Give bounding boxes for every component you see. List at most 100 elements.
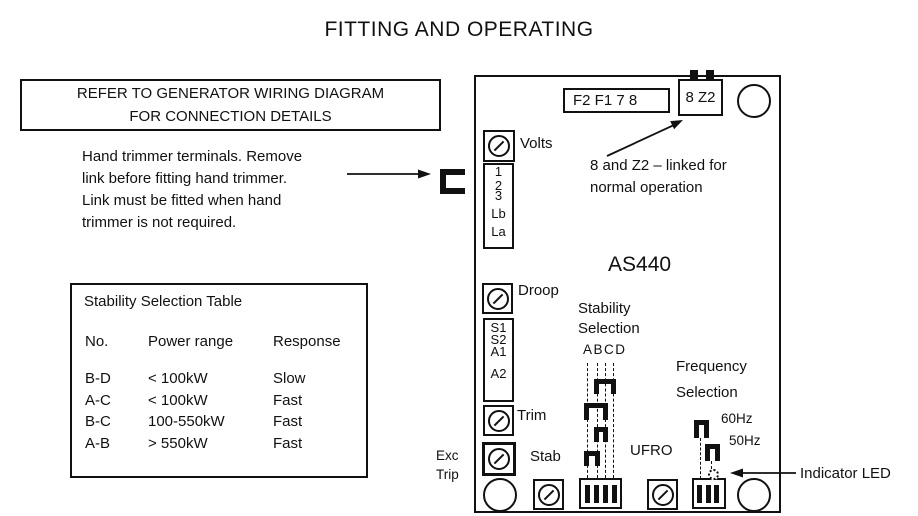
stability-table: Stability Selection Table No. Power rang… xyxy=(70,283,368,478)
jumper-wire xyxy=(700,438,701,479)
connector-pin-icon xyxy=(612,485,617,503)
volts-trimmer xyxy=(483,130,515,162)
terminal-2: 2 xyxy=(494,178,503,193)
trimmer-screw-icon xyxy=(488,135,510,157)
exc-trip-label-line2: Trip xyxy=(436,467,459,482)
hand-trimmer-note-line4: trimmer is not required. xyxy=(82,214,237,231)
frequency-selection-title-line1: Frequency xyxy=(676,358,747,375)
table-row: B-D < 100kW Slow xyxy=(72,370,366,388)
stability-table-header: No. Power range Response xyxy=(72,333,366,351)
trimmer-screw-icon xyxy=(488,448,510,470)
droop-trimmer xyxy=(482,283,513,314)
stab-label: Stab xyxy=(530,448,561,465)
frequency-selection-title-line2: Selection xyxy=(676,384,738,401)
row-power: < 100kW xyxy=(148,392,208,409)
volts-label: Volts xyxy=(520,135,553,152)
ufro-label: UFRO xyxy=(630,442,673,459)
row-power: < 100kW xyxy=(148,370,208,387)
table-row: A-B > 550kW Fast xyxy=(72,435,366,453)
trimmer-screw-icon xyxy=(651,483,674,506)
terminal-block-power: 1 2 3 Lb La xyxy=(483,163,514,249)
table-row: B-C 100-550kW Fast xyxy=(72,413,366,431)
indicator-led-label: Indicator LED xyxy=(800,465,891,482)
freq-60hz-label: 60Hz xyxy=(721,411,753,426)
terminal-3: 3 xyxy=(494,188,503,203)
trim-trimmer xyxy=(483,405,514,436)
connector-pin-icon xyxy=(594,485,599,503)
row-response: Slow xyxy=(273,370,306,387)
jumper-link-ab-icon xyxy=(584,451,600,466)
z2-link-note-line2: normal operation xyxy=(590,179,703,196)
stability-table-title: Stability Selection Table xyxy=(84,293,243,310)
hand-trimmer-note: Hand trimmer terminals. Remove link befo… xyxy=(82,146,302,234)
terminal-lb: Lb xyxy=(491,206,506,221)
stability-pins-label: ABCD xyxy=(583,342,627,357)
board-model-label: AS440 xyxy=(608,253,672,276)
link-tab-icon xyxy=(706,70,714,85)
exc-trip-label: Exc Trip xyxy=(436,446,459,484)
terminal-1: 1 xyxy=(494,164,503,179)
terminal-s1: S1 xyxy=(490,320,507,335)
terminal-block-aux: S1 S2 A1 A2 xyxy=(483,318,514,402)
terminal-la: La xyxy=(491,224,506,239)
hand-trimmer-note-line1: Hand trimmer terminals. Remove xyxy=(82,148,303,165)
exc-trip-label-line1: Exc xyxy=(436,448,459,463)
droop-label: Droop xyxy=(518,282,559,299)
terminal-box-f2f178-label: F2 F1 7 8 xyxy=(573,92,638,109)
col-header-power: Power range xyxy=(148,333,234,350)
indicator-led xyxy=(708,469,719,480)
terminal-s2: S2 xyxy=(490,332,507,347)
stability-selection-title-line1: Stability xyxy=(578,300,631,317)
connector-pin-icon xyxy=(714,485,719,503)
frequency-connector xyxy=(692,478,726,509)
stability-selection-title-line2: Selection xyxy=(578,320,640,337)
trimmer-screw-icon xyxy=(537,483,560,506)
hand-trimmer-note-line3: Link must be fitted when hand xyxy=(82,192,282,209)
stab-trimmer xyxy=(533,479,564,510)
mounting-hole-icon xyxy=(483,478,517,512)
jumper-link-bc-icon xyxy=(594,427,608,442)
col-header-no: No. xyxy=(85,333,109,350)
row-response: Fast xyxy=(273,435,303,452)
row-response: Fast xyxy=(273,413,303,430)
stability-connector xyxy=(579,478,622,509)
connector-pin-icon xyxy=(697,485,702,503)
trimmer-screw-icon xyxy=(487,409,510,432)
jumper-link-50hz-icon xyxy=(705,444,720,461)
jumper-wire xyxy=(587,363,588,478)
table-row: A-C < 100kW Fast xyxy=(72,392,366,410)
jumper-link-bd-icon xyxy=(594,379,616,394)
row-power: 100-550kW xyxy=(148,413,225,430)
link-tab-icon xyxy=(690,70,698,85)
refer-note-line2: FOR CONNECTION DETAILS xyxy=(129,108,332,125)
avr-board: F2 F1 7 8 8 Z2 8 and Z2 – linked for nor… xyxy=(474,70,781,513)
row-power: > 550kW xyxy=(148,435,208,452)
hand-trimmer-note-line2: link before fitting hand trimmer. xyxy=(82,170,288,187)
row-no: B-C xyxy=(85,413,111,430)
jumper-wire xyxy=(605,363,606,478)
hand-trimmer-arrow xyxy=(347,169,431,179)
z2-link-note-line1: 8 and Z2 – linked for xyxy=(590,157,727,174)
connector-pin-icon xyxy=(706,485,711,503)
z2-link-note: 8 and Z2 – linked for normal operation xyxy=(590,155,727,199)
row-response: Fast xyxy=(273,392,303,409)
jumper-link-60hz-icon xyxy=(694,420,709,438)
mounting-hole-icon xyxy=(737,478,771,512)
terminal-box-8z2: 8 Z2 xyxy=(678,79,723,116)
row-no: B-D xyxy=(85,370,111,387)
jumper-wire xyxy=(597,363,598,478)
refer-note-line1: REFER TO GENERATOR WIRING DIAGRAM xyxy=(76,85,385,102)
exc-trip-trimmer xyxy=(482,442,516,476)
col-header-response: Response xyxy=(273,333,341,350)
refer-note-box: REFER TO GENERATOR WIRING DIAGRAM FOR CO… xyxy=(20,79,441,131)
hand-trimmer-link-icon xyxy=(440,169,465,194)
terminal-box-f2f178: F2 F1 7 8 xyxy=(563,88,670,113)
row-no: A-C xyxy=(85,392,111,409)
connector-pin-icon xyxy=(603,485,608,503)
page-title: FITTING AND OPERATING xyxy=(324,18,594,41)
jumper-wire xyxy=(613,363,614,478)
row-no: A-B xyxy=(85,435,111,452)
mounting-hole-icon xyxy=(737,84,771,118)
trim-label: Trim xyxy=(517,407,547,424)
